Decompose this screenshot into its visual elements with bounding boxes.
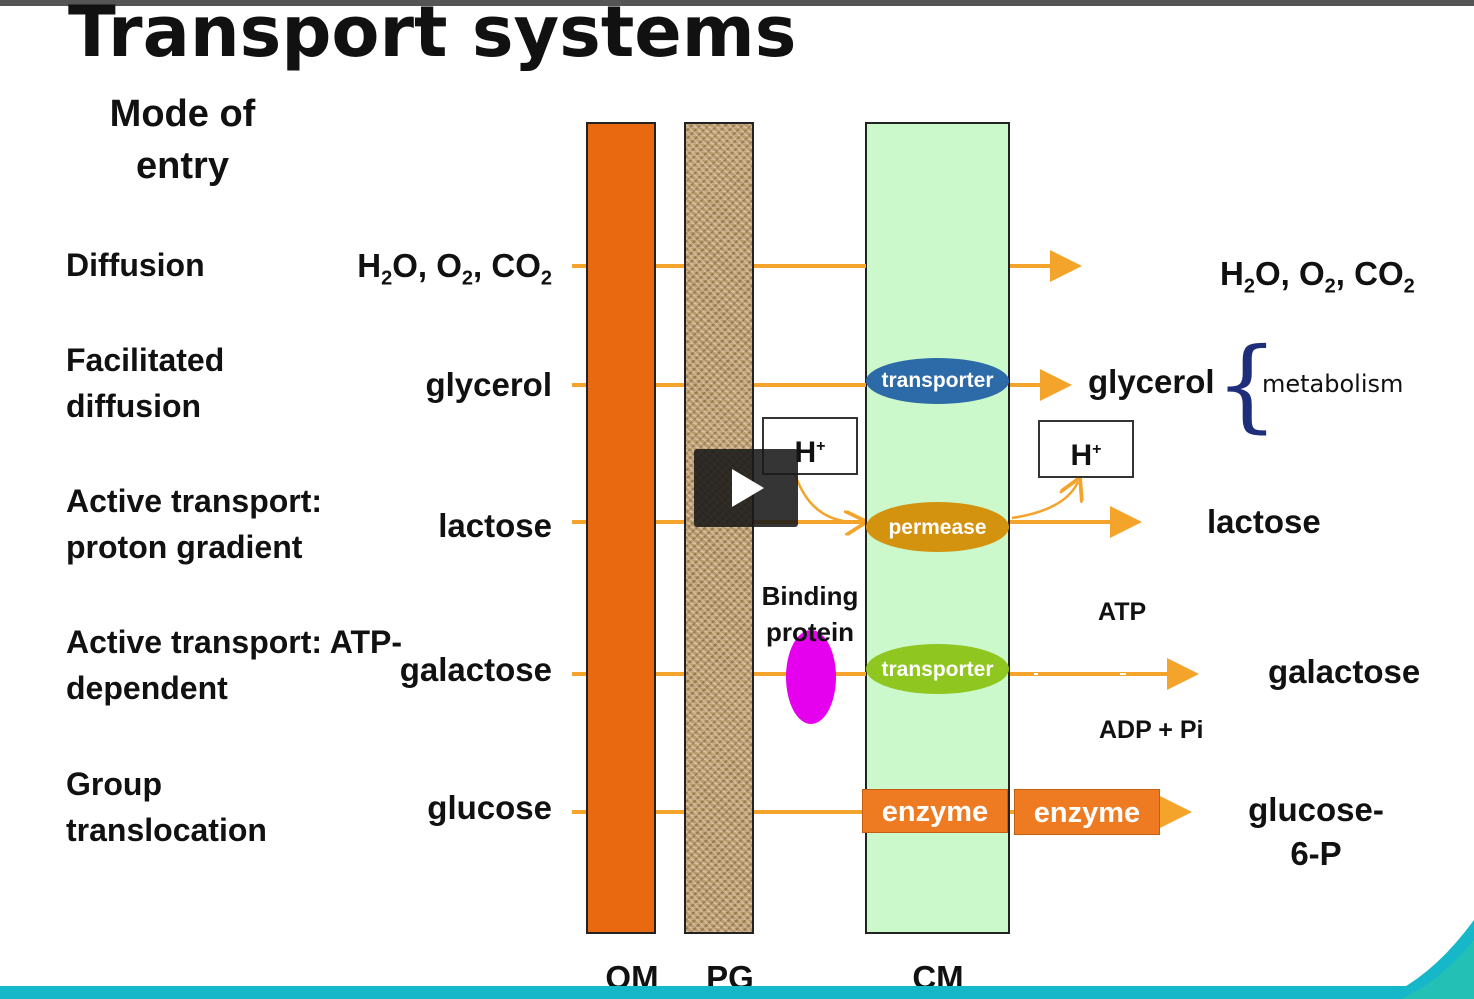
transporter-facilitated: transporter: [866, 358, 1009, 404]
peptidoglycan-layer: [684, 122, 754, 934]
substrate-glycerol: glycerol: [425, 366, 552, 403]
mode-active-atp-line2: dependent: [66, 670, 228, 706]
substrate-lactose: lactose: [438, 507, 552, 544]
metabolism-label: metabolism: [1262, 370, 1404, 398]
substrate-glucose: glucose: [427, 789, 552, 826]
enzyme-membrane: enzyme: [862, 789, 1008, 833]
mode-active-proton-line2: proton gradient: [66, 529, 303, 565]
atp-label: ATP: [1098, 598, 1147, 626]
outer-membrane: [586, 122, 656, 934]
product-glycerol: glycerol: [1088, 363, 1215, 400]
binding-protein-shape: [786, 630, 836, 724]
proton-out-arrow: [1011, 482, 1078, 520]
mode-active-atp-line1: Active transport: ATP-: [66, 624, 403, 660]
enzyme-cytoplasm: enzyme: [1014, 789, 1160, 835]
product-glucose-6p: glucose- 6-P: [1248, 791, 1384, 872]
mode-facilitated-line2: diffusion: [66, 388, 202, 424]
transporter-atp: transporter: [866, 644, 1009, 694]
mode-group-line1: Group: [66, 766, 162, 802]
corner-wave-decoration: [1380, 920, 1474, 999]
proton-inside-box: H+: [1038, 420, 1134, 478]
top-border: [0, 0, 1474, 6]
substrate-galactose: galactose: [399, 651, 552, 688]
product-galactose: galactose: [1268, 653, 1421, 690]
mode-group-line2: translocation: [66, 812, 267, 848]
permease: permease: [866, 502, 1009, 552]
substrate-gases: H2O, O2, CO2: [357, 247, 552, 290]
proton-in-arrow: [793, 473, 862, 522]
product-gases: H2O, O2, CO2: [1220, 255, 1415, 298]
mode-of-entry-header: Mode of entry: [109, 93, 256, 187]
metabolism-brace-icon: {: [1215, 326, 1279, 443]
mode-facilitated-line1: Facilitated: [66, 342, 225, 378]
binding-protein-label: Binding protein: [761, 581, 859, 647]
product-lactose: lactose: [1207, 503, 1321, 540]
video-play-button[interactable]: [694, 449, 798, 527]
mode-active-proton-line1: Active transport:: [66, 483, 323, 519]
adp-pi-label: ADP + Pi: [1099, 716, 1204, 744]
mode-diffusion: Diffusion: [66, 247, 205, 283]
play-icon: [732, 469, 764, 507]
bottom-accent-bar: [0, 986, 1474, 999]
slide-title: Transport systems: [68, 0, 797, 73]
